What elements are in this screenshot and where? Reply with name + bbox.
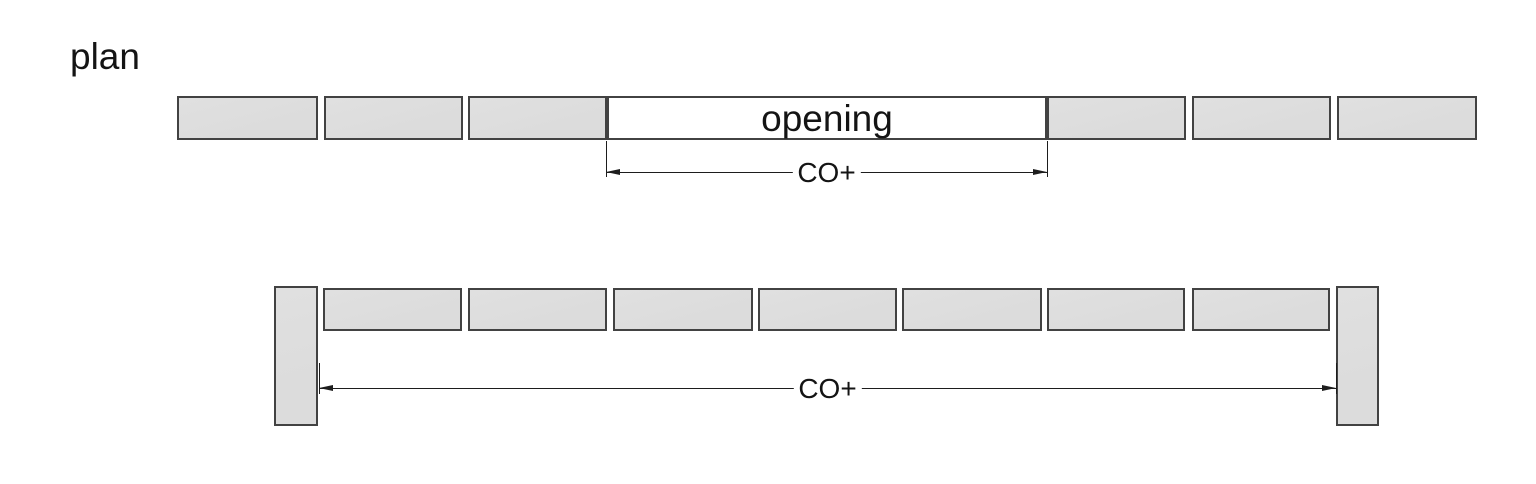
plank-top-right [1192, 96, 1331, 140]
plank-bottom [613, 288, 753, 331]
wall-opening: opening [607, 96, 1047, 140]
plank-bottom [902, 288, 1042, 331]
plank-top-left [468, 96, 607, 140]
plank-bottom [468, 288, 607, 331]
end-post [274, 286, 318, 426]
plank-bottom [323, 288, 462, 331]
opening-width-dimension-arrow-left-icon [606, 169, 620, 175]
plank-top-left [177, 96, 318, 140]
opening-width-dimension-arrow-right-icon [1033, 169, 1047, 175]
overall-width-dimension-arrow-right-icon [1322, 385, 1336, 391]
plank-top-right [1047, 96, 1186, 140]
diagram-title: plan [70, 36, 140, 77]
plank-bottom [758, 288, 897, 331]
plank-bottom [1047, 288, 1185, 331]
opening-width-dimension-ext-left [606, 141, 607, 177]
opening-width-dimension-ext-right [1047, 141, 1048, 177]
opening-width-dimension-label: CO+ [792, 159, 861, 187]
overall-width-dimension-label: CO+ [793, 375, 862, 403]
plank-bottom [1192, 288, 1330, 331]
opening-label: opening [761, 97, 893, 139]
overall-width-dimension-ext-right [1336, 363, 1337, 394]
end-post [1336, 286, 1379, 426]
plank-top-left [324, 96, 463, 140]
overall-width-dimension-arrow-left-icon [319, 385, 333, 391]
plank-top-right [1337, 96, 1477, 140]
overall-width-dimension-ext-left [319, 363, 320, 394]
